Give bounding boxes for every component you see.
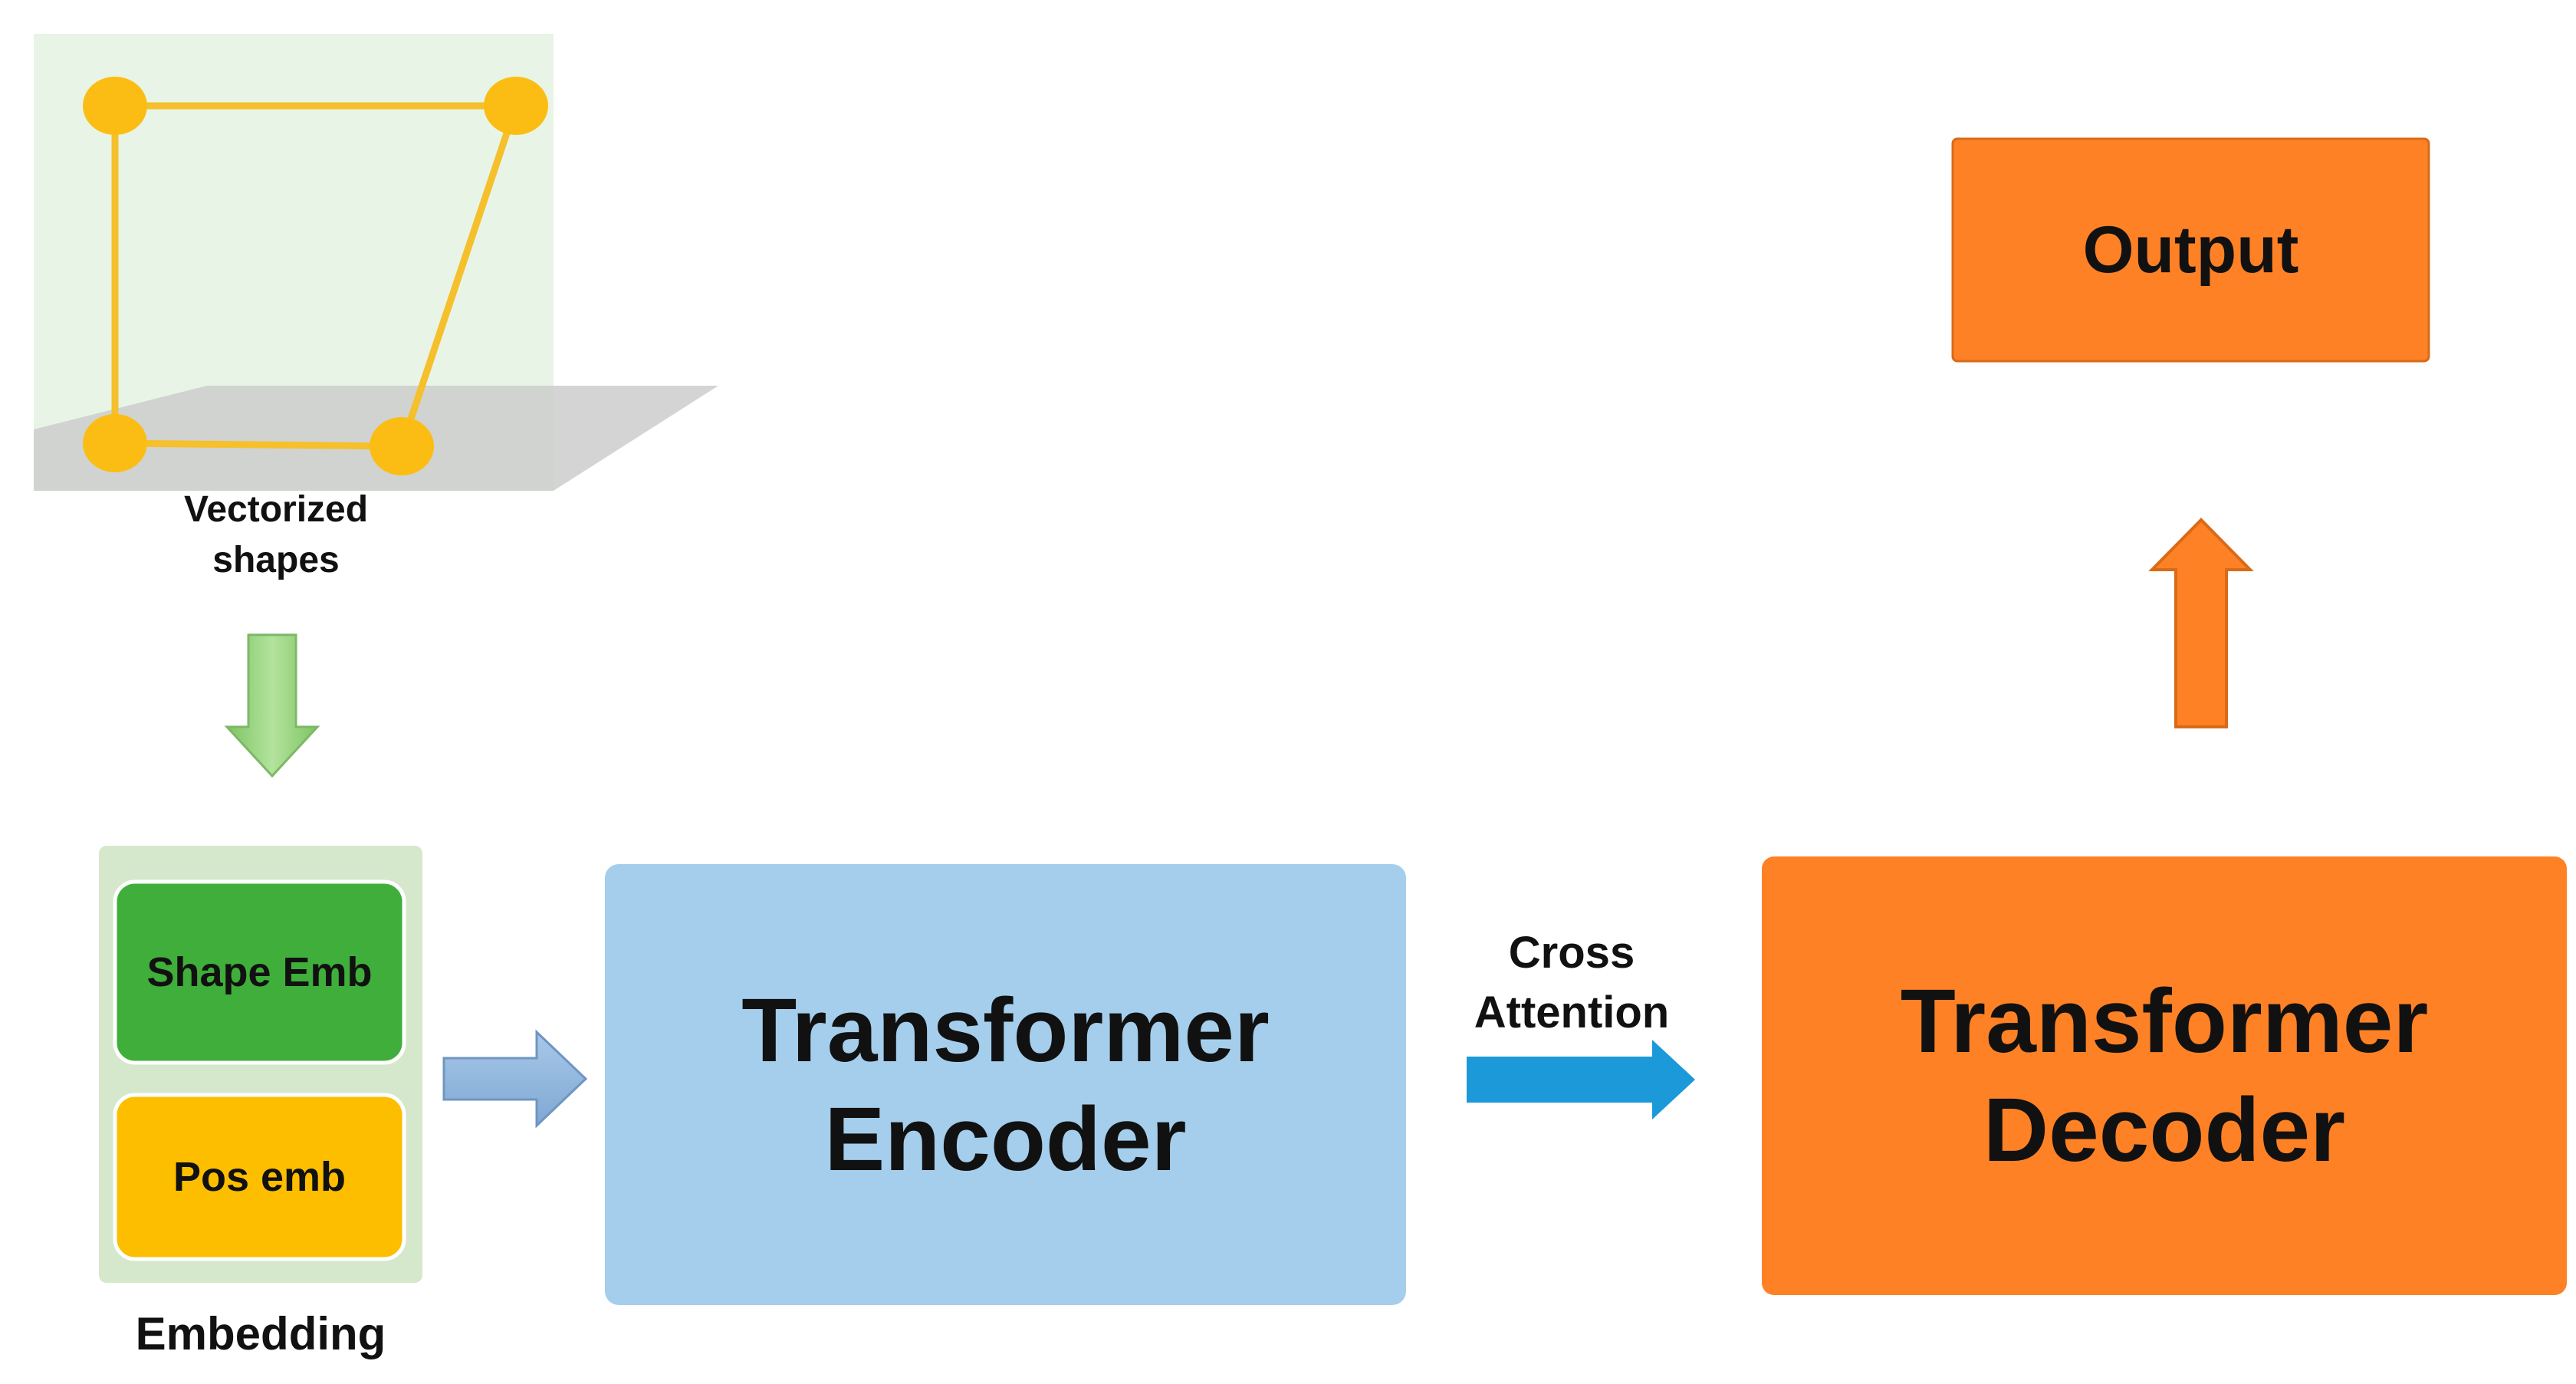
vectorized-shapes-label: Vectorized shapes (115, 485, 437, 586)
decoder-label: Transformer Decoder (1762, 856, 2567, 1295)
embedding-label: Embedding (135, 1308, 386, 1359)
up-arrow-decoder-to-output (2148, 518, 2254, 728)
encoder-box (605, 864, 1406, 1305)
right-arrow-embedding-to-encoder (442, 1029, 588, 1129)
shape-emb-label-box: Shape Emb (115, 882, 404, 1063)
vectorized-shapes-label-line1: Vectorized (183, 489, 369, 530)
vertex-top-left (83, 77, 147, 135)
cross-attention-label: Cross Attention (1441, 923, 1702, 1043)
shape-emb-box (113, 879, 406, 1065)
pos-emb-box (113, 1093, 406, 1261)
pos-emb-label: Pos emb (172, 1154, 347, 1200)
encoder-label-line2: Encoder (824, 1088, 1187, 1190)
decoder-label-line1: Transformer (1900, 971, 2429, 1072)
vertex-top-right (484, 77, 548, 135)
cross-attention-label-line2: Attention (1474, 988, 1670, 1037)
cross-attention-arrow (1467, 1040, 1695, 1119)
output-box (1951, 137, 2430, 363)
encoder-label: Transformer Encoder (605, 864, 1406, 1305)
encoder-label-line1: Transformer (741, 979, 1270, 1081)
decoder-box (1762, 856, 2567, 1295)
output-label: Output (2082, 212, 2299, 287)
cross-attention-label-line1: Cross (1508, 928, 1635, 978)
vectorized-shapes-label-line2: shapes (212, 540, 340, 580)
vectorized-shapes-figure (34, 34, 718, 491)
shape-emb-label: Shape Emb (146, 949, 373, 995)
output-label-box: Output (1953, 139, 2429, 361)
down-arrow-green (224, 633, 320, 778)
vertex-bottom-right (370, 417, 434, 475)
vertex-bottom-left (83, 414, 147, 472)
pos-emb-label-box: Pos emb (115, 1095, 404, 1259)
decoder-label-line2: Decoder (1983, 1080, 2346, 1181)
